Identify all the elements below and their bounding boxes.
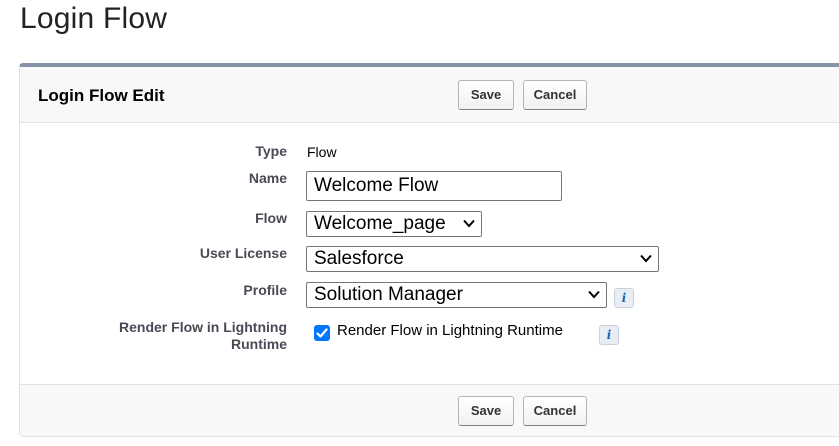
user-license-select-value: Salesforce [314,248,404,269]
profile-select-value: Solution Manager [314,284,463,305]
cancel-button-top[interactable]: Cancel [523,80,587,110]
profile-info-icon[interactable]: i [614,288,634,308]
profile-label: Profile [243,282,287,298]
name-label: Name [248,170,287,186]
save-button-top[interactable]: Save [458,80,514,110]
flow-select-value: Welcome_page [314,213,446,234]
cancel-button-bottom[interactable]: Cancel [523,396,587,426]
chevron-down-icon [588,290,600,299]
login-flow-edit-panel: Login Flow Edit Save Cancel Type Flow Na… [19,63,839,437]
page-title: Login Flow [20,2,168,35]
render-flow-checkbox[interactable] [314,325,330,341]
type-value: Flow [307,144,337,160]
render-flow-label-line1: Render Flow in Lightning [119,319,287,335]
render-flow-label-line2: Runtime [231,336,287,352]
user-license-select[interactable]: Salesforce [306,246,659,272]
render-flow-checkbox-label[interactable]: Render Flow in Lightning Runtime [337,322,563,339]
profile-select[interactable]: Solution Manager [306,282,607,308]
checkmark-icon [316,328,328,338]
flow-label: Flow [255,210,287,226]
chevron-down-icon [640,254,652,263]
panel-header: Login Flow Edit Save Cancel [20,67,839,123]
render-flow-info-icon[interactable]: i [599,325,619,345]
user-license-label: User License [199,245,287,261]
flow-select[interactable]: Welcome_page [306,211,482,237]
type-label: Type [255,143,287,159]
panel-footer: Save Cancel [20,384,839,436]
save-button-bottom[interactable]: Save [458,396,514,426]
name-input[interactable]: Welcome Flow [306,171,562,201]
chevron-down-icon [463,219,475,228]
panel-title: Login Flow Edit [38,86,165,105]
render-flow-label: Render Flow in Lightning Runtime [119,319,287,353]
